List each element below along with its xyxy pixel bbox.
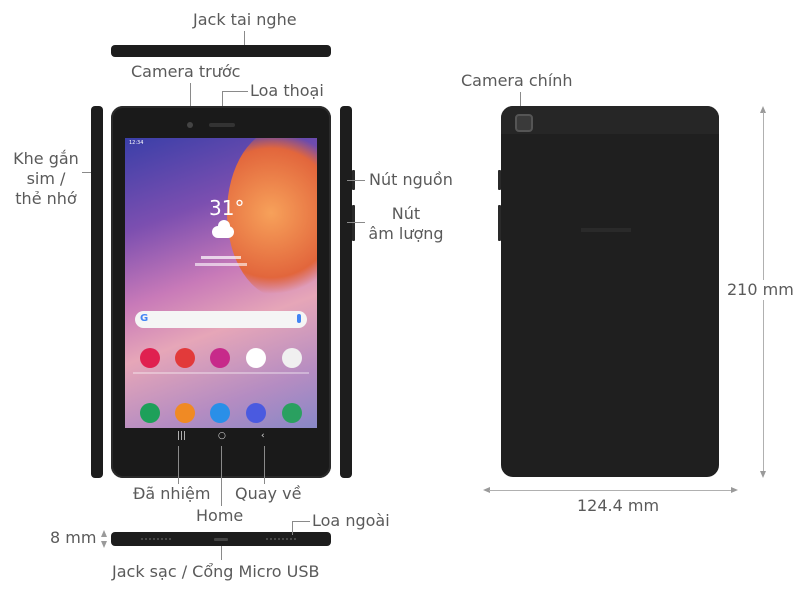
mic-icon[interactable] (297, 314, 301, 323)
sim-slot-label-line3: thẻ nhớ (15, 189, 77, 208)
charging-port-label: Jack sạc / Cổng Micro USB (112, 562, 320, 581)
navigation-bar (125, 428, 317, 446)
volume-button-label: Nút âm lượng (365, 204, 447, 244)
external-speaker-label: Loa ngoài (312, 511, 390, 530)
google-search-bar[interactable]: G (135, 311, 307, 328)
power-button-leader (347, 180, 365, 181)
bixby-app-icon[interactable] (140, 348, 160, 368)
external-speaker-leader-v (292, 521, 293, 535)
wallpaper-accent (227, 138, 317, 298)
volume-button[interactable] (352, 205, 355, 241)
sim-slot-label-line1: Khe gắn (13, 149, 79, 168)
earpiece-grille (209, 123, 235, 127)
back-logo (581, 228, 631, 232)
width-arrow-right (731, 487, 738, 493)
back-top-band (501, 106, 719, 134)
google-folder-icon[interactable] (282, 348, 302, 368)
email-app-icon[interactable] (175, 348, 195, 368)
home-label: Home (196, 506, 244, 525)
power-button-label: Nút nguồn (369, 170, 453, 189)
micro-usb-port (214, 538, 228, 541)
thickness-label: 8 mm (50, 528, 97, 547)
earpiece-label: Loa thoại (250, 81, 324, 100)
multitask-leader (178, 446, 179, 484)
home-leader (221, 446, 222, 506)
front-camera-label: Camera trước (131, 62, 241, 81)
back-volume-button (498, 205, 501, 241)
calendar-app-icon[interactable] (282, 403, 302, 423)
thickness-arrow-top (101, 530, 107, 537)
weather-location-text (201, 256, 241, 259)
multitask-label: Đã nhiệm (133, 484, 211, 503)
width-arrow-left (483, 487, 490, 493)
earpiece-leader-v (222, 91, 223, 115)
play-store-app-icon[interactable] (246, 348, 266, 368)
front-camera-leader (190, 83, 191, 116)
internet-app-icon[interactable] (246, 403, 266, 423)
right-side-view (340, 106, 352, 478)
height-arrow-bottom (760, 471, 766, 478)
recent-apps-icon[interactable]: ||| (177, 431, 187, 441)
tablet-screen: 12:34 31° G (125, 138, 317, 446)
app-label-row1 (133, 372, 309, 374)
main-camera-label: Camera chính (461, 71, 573, 90)
back-label: Quay về (235, 484, 302, 503)
status-time: 12:34 (129, 140, 144, 146)
messages-app-icon[interactable] (210, 403, 230, 423)
google-g-icon: G (140, 313, 149, 324)
bottom-speaker-right (265, 538, 297, 540)
back-icon[interactable]: ‹ (261, 431, 265, 441)
left-side-view (91, 106, 103, 478)
external-speaker-leader-h (292, 521, 310, 522)
thickness-arrow-bottom (101, 541, 107, 548)
volume-label-line1: Nút (391, 204, 421, 223)
weather-date-text (195, 263, 247, 266)
main-camera (515, 114, 533, 132)
top-edge-view (111, 45, 331, 57)
tablet-back (501, 106, 719, 477)
weather-temperature: 31° (209, 196, 245, 220)
height-arrow-top (760, 106, 766, 113)
width-label: 124.4 mm (577, 496, 660, 515)
home-icon[interactable]: ○ (218, 431, 226, 441)
volume-button-leader (347, 222, 365, 223)
main-camera-leader (520, 92, 521, 114)
back-power-button (498, 170, 501, 190)
bottom-speaker-left (140, 538, 172, 540)
back-leader (264, 446, 265, 484)
height-label: 210 mm (725, 280, 796, 300)
headphone-jack-label: Jack tai nghe (193, 10, 297, 29)
front-camera (187, 122, 193, 128)
headphone-jack-leader (244, 31, 245, 47)
cloud-icon (212, 220, 234, 238)
galaxy-store-app-icon[interactable] (210, 348, 230, 368)
earpiece-leader-h (222, 91, 248, 92)
phone-app-icon[interactable] (140, 403, 160, 423)
sim-slot-label: Khe gắn sim / thẻ nhớ (8, 149, 84, 209)
sim-slot-label-line2: sim / (26, 169, 66, 188)
contacts-app-icon[interactable] (175, 403, 195, 423)
volume-label-line2: âm lượng (368, 224, 444, 243)
width-dimension-line (489, 490, 731, 491)
charging-port-leader (221, 546, 222, 560)
sim-slot-leader (82, 172, 94, 173)
